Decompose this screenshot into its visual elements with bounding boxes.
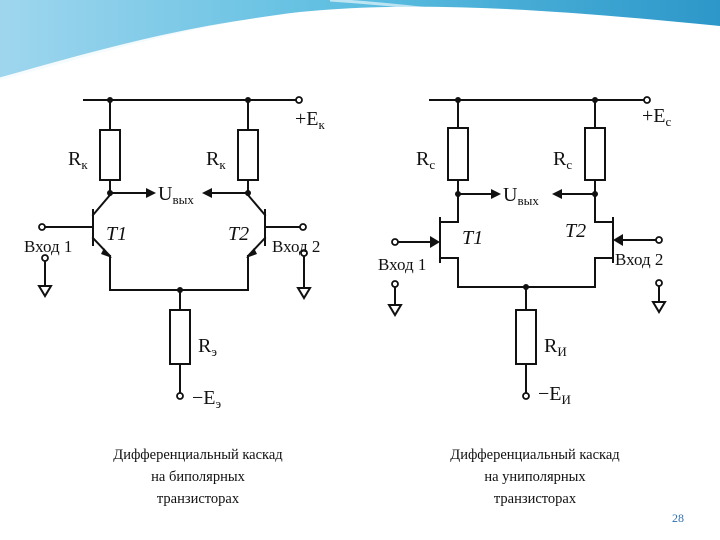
svg-text:RИ: RИ [544, 335, 567, 359]
left-neg-supply-label: −E [192, 387, 216, 409]
right-input1-label: Вход 1 [378, 255, 426, 274]
svg-text:−EИ: −EИ [538, 383, 571, 407]
left-rc-left-label: R [68, 148, 82, 170]
left-input2-label: Вход 2 [272, 237, 320, 256]
left-t1-label: T1 [106, 223, 127, 245]
right-neg-supply-label: −E [538, 383, 562, 405]
right-output-sub: вых [517, 193, 539, 208]
svg-text:+Eк: +Eк [295, 108, 326, 132]
right-rc-left-resistor [447, 127, 469, 181]
left-output-sub: вых [172, 192, 194, 207]
left-caption-line: транзисторах [156, 491, 240, 507]
left-re-sub: э [211, 344, 217, 359]
right-t1-transistor [397, 217, 459, 288]
right-input2-label: Вход 2 [615, 250, 663, 269]
left-input1-label: Вход 1 [24, 237, 72, 256]
left-rc-right-sub: к [219, 157, 226, 172]
left-output-label: U [158, 183, 173, 205]
left-re-resistor [169, 309, 191, 365]
right-neg-supply-sub: И [562, 392, 571, 407]
right-t2-transistor [594, 217, 657, 288]
right-caption-line: Дифференциальный каскад [450, 447, 620, 463]
right-t1-label: T1 [462, 227, 483, 249]
left-caption-line: Дифференциальный каскад [113, 447, 283, 463]
left-supply-sub: к [319, 117, 326, 132]
left-caption-line: на биполярных [151, 469, 245, 485]
left-rc-left-resistor [99, 129, 121, 181]
svg-text:Rк: Rк [206, 148, 226, 172]
svg-text:+Eс: +Eс [642, 105, 672, 129]
svg-text:Rс: Rс [416, 148, 435, 172]
right-caption: Дифференциальный каскад на униполярных т… [405, 444, 665, 510]
right-rc-right-resistor [584, 127, 606, 181]
left-rc-left-sub: к [81, 157, 88, 172]
right-rs-label: R [544, 335, 558, 357]
svg-text:Uвых: Uвых [503, 184, 539, 208]
svg-text:Uвых: Uвых [158, 183, 194, 207]
left-t2-label: T2 [228, 223, 249, 245]
left-re-label: R [198, 335, 212, 357]
left-circuit [37, 99, 312, 394]
right-caption-line: на униполярных [484, 469, 586, 485]
left-t2-transistor [246, 193, 291, 291]
svg-text:Rк: Rк [68, 148, 88, 172]
junction-dots [107, 97, 598, 293]
page-number: 28 [672, 511, 684, 525]
svg-text:Rэ: Rэ [198, 335, 217, 359]
right-t2-label: T2 [565, 220, 586, 242]
right-rc-right-sub: с [566, 157, 572, 172]
right-output-label: U [503, 184, 518, 206]
right-rc-left-sub: с [429, 157, 435, 172]
left-rc-right-resistor [237, 129, 259, 181]
right-supply-sub: с [666, 114, 672, 129]
left-supply-label: +E [295, 108, 319, 130]
right-caption-line: транзисторах [493, 491, 577, 507]
right-rs-sub: И [557, 344, 566, 359]
svg-text:−Eэ: −Eэ [192, 387, 222, 411]
left-t1-transistor [75, 193, 112, 291]
right-circuit [387, 99, 667, 394]
header-wave-decoration [0, 0, 720, 83]
right-supply-label: +E [642, 105, 666, 127]
terminals [38, 96, 663, 400]
right-rc-right-label: R [553, 148, 567, 170]
left-caption: Дифференциальный каскад на биполярных тр… [68, 444, 328, 510]
svg-text:Rс: Rс [553, 148, 572, 172]
left-rc-right-label: R [206, 148, 220, 170]
left-neg-supply-sub: э [216, 396, 222, 411]
right-rs-resistor [515, 309, 537, 365]
right-rc-left-label: R [416, 148, 430, 170]
